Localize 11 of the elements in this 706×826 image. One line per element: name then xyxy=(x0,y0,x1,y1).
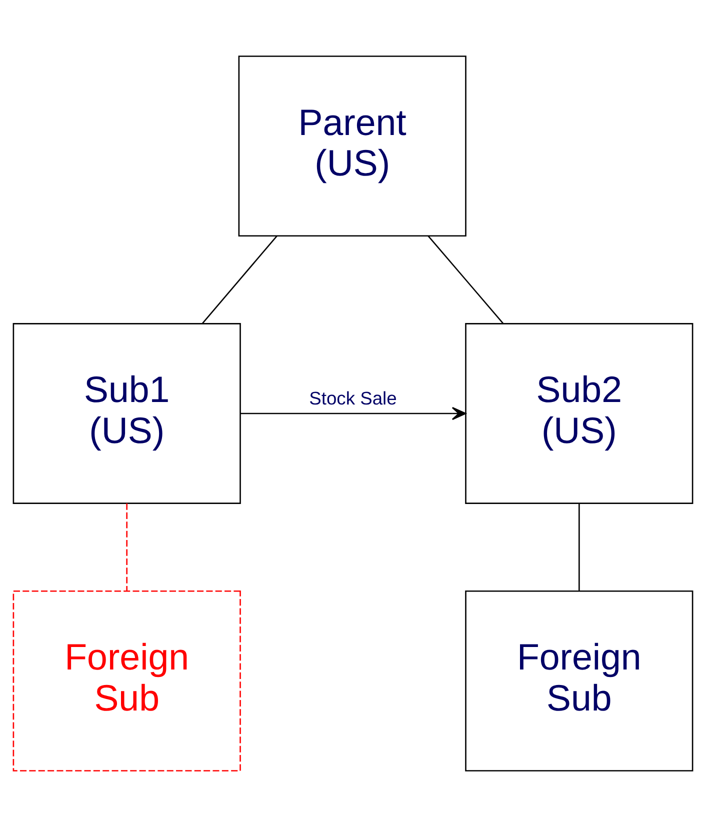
node-box: Parent (US) xyxy=(238,55,466,236)
arrow xyxy=(240,406,466,420)
connector xyxy=(126,502,128,590)
edge-label: Stock Sale xyxy=(309,387,397,408)
connector xyxy=(202,234,278,324)
connector xyxy=(578,502,580,590)
connector xyxy=(428,234,504,324)
node-box: Sub2 (US) xyxy=(465,322,694,504)
node-box: Foreign Sub xyxy=(12,590,241,771)
node-box: Sub1 (US) xyxy=(12,322,241,504)
node-box: Foreign Sub xyxy=(465,590,694,771)
